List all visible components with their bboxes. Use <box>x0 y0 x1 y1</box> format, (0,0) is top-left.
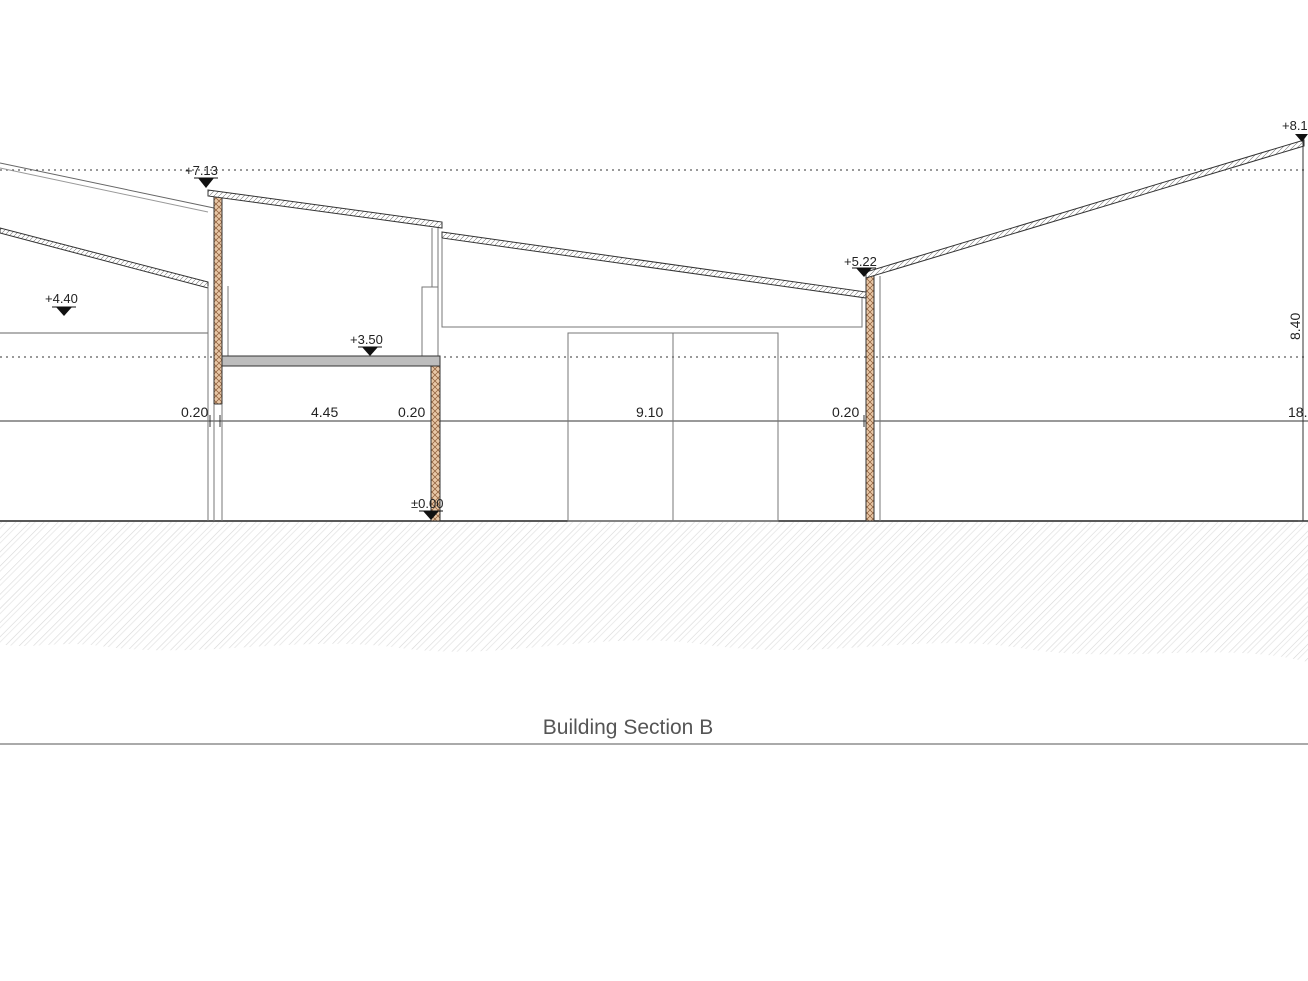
level-label-left-room: +4.40 <box>45 291 78 306</box>
roof-slab-middle <box>207 189 443 229</box>
vertical-dimension-label: 8.40 <box>1287 313 1303 340</box>
right-wall <box>865 275 875 522</box>
level-label-roof-valley: +5.22 <box>844 254 877 269</box>
roof-slab-right-sloping <box>441 231 867 299</box>
level-label-roof-left: +7.13 <box>185 163 218 178</box>
left-roof-slab <box>0 227 209 289</box>
level-marker-icon <box>56 307 72 316</box>
dimension-label: 0.20 <box>832 404 859 420</box>
level-label-ground: ±0.00 <box>411 496 443 511</box>
dimension-label: 4.45 <box>311 404 338 420</box>
drawing-caption: Building Section B <box>542 716 714 739</box>
level-marker-icon <box>198 178 214 188</box>
dimension-label: 18. <box>1288 404 1307 420</box>
dimension-label: 0.20 <box>398 404 425 420</box>
level-marker-icon <box>856 268 872 277</box>
left-roof-upper-line <box>0 162 215 209</box>
level-marker-icon <box>1295 134 1308 142</box>
level-label-roof-right: +8.1 <box>1282 118 1308 133</box>
level-label-floor: +3.50 <box>350 332 383 347</box>
dimension-label: 0.20 <box>181 404 208 420</box>
intermediate-floor <box>221 355 441 367</box>
middle-wall <box>430 365 441 522</box>
ground-fill <box>0 522 1308 662</box>
caption-underline <box>0 743 1308 745</box>
level-marker-icon <box>362 347 378 356</box>
left-wall <box>213 191 223 405</box>
dimension-label: 9.10 <box>636 404 663 420</box>
right-roof-slab <box>865 139 1305 279</box>
level-marker-icon <box>423 511 439 520</box>
